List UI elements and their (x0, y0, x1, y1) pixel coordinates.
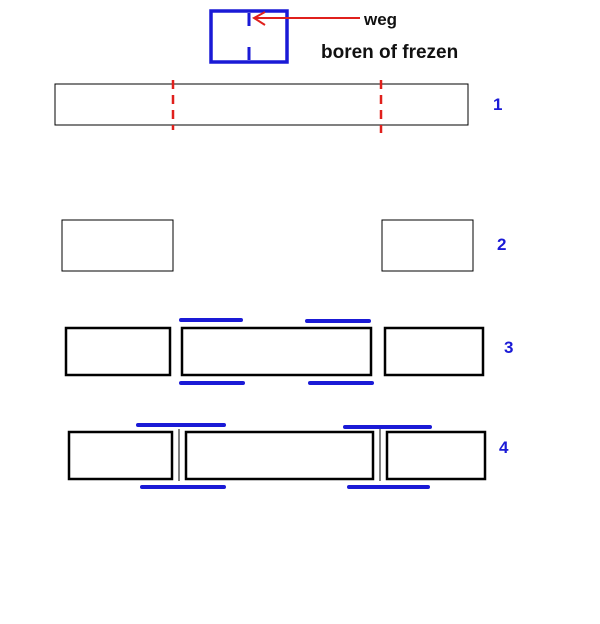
step-3: 3 (64, 318, 513, 385)
step-1-bar (54, 83, 469, 126)
step-4-segment-middle (184, 430, 375, 481)
step-3-number: 3 (504, 338, 513, 357)
step-4-segment-left (67, 430, 174, 481)
legend: weg boren of frezen (209, 9, 458, 64)
arrow-label: weg (363, 10, 397, 29)
caption: boren of frezen (321, 42, 458, 63)
step-2-piece-right (381, 219, 474, 272)
step-2: 2 (61, 219, 506, 272)
legend-arrow-head (252, 11, 266, 26)
step-2-number: 2 (497, 235, 506, 254)
step-3-segment-right (383, 326, 485, 377)
step-4-segment-right (385, 430, 487, 481)
legend-profile-box (209, 9, 289, 64)
step-4: 4 (67, 423, 509, 489)
step-1-number: 1 (493, 95, 502, 114)
step-1: 1 (54, 80, 502, 133)
step-2-piece-left (61, 219, 174, 272)
step-4-number: 4 (499, 438, 509, 457)
step-3-segment-middle (180, 326, 373, 377)
step-3-segment-left (64, 326, 172, 377)
